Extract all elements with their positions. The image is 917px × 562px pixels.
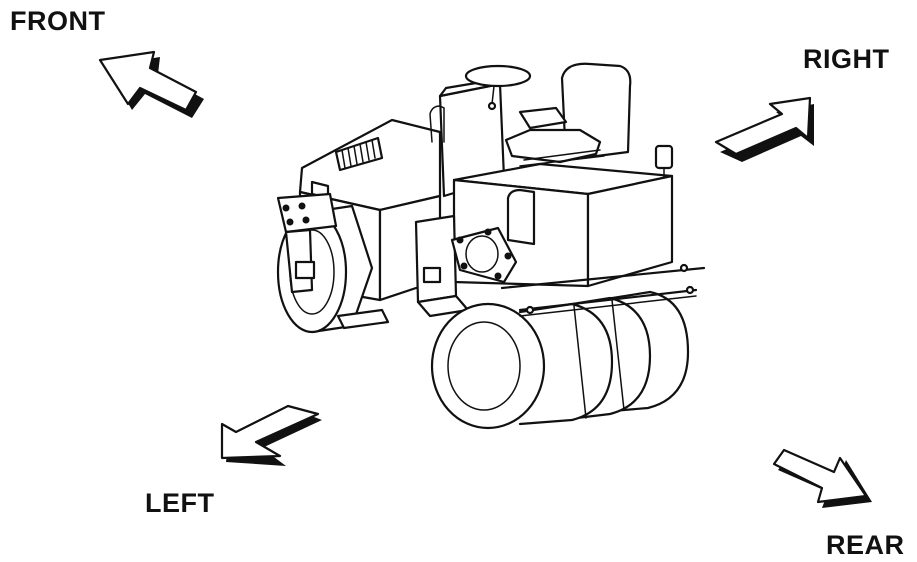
rear-label: REAR bbox=[826, 530, 905, 560]
drive-motor-plate bbox=[450, 226, 518, 284]
operator-seat-icon bbox=[504, 62, 632, 167]
asphalt-roller-illustration bbox=[276, 62, 706, 430]
water-spray-bar bbox=[500, 263, 706, 317]
engine-vent-icon bbox=[334, 136, 384, 172]
front-label: FRONT bbox=[10, 6, 106, 36]
left-arrow-icon bbox=[220, 404, 322, 466]
front-tires bbox=[430, 290, 690, 430]
rear-drum bbox=[276, 192, 374, 334]
rear-arrow-icon bbox=[772, 448, 872, 508]
right-label: RIGHT bbox=[803, 44, 890, 74]
beacon-light-icon bbox=[654, 144, 674, 179]
steering-wheel-icon bbox=[464, 64, 532, 111]
left-label: LEFT bbox=[145, 488, 215, 518]
front-arrow-icon bbox=[98, 50, 204, 118]
right-arrow-icon bbox=[714, 96, 814, 162]
